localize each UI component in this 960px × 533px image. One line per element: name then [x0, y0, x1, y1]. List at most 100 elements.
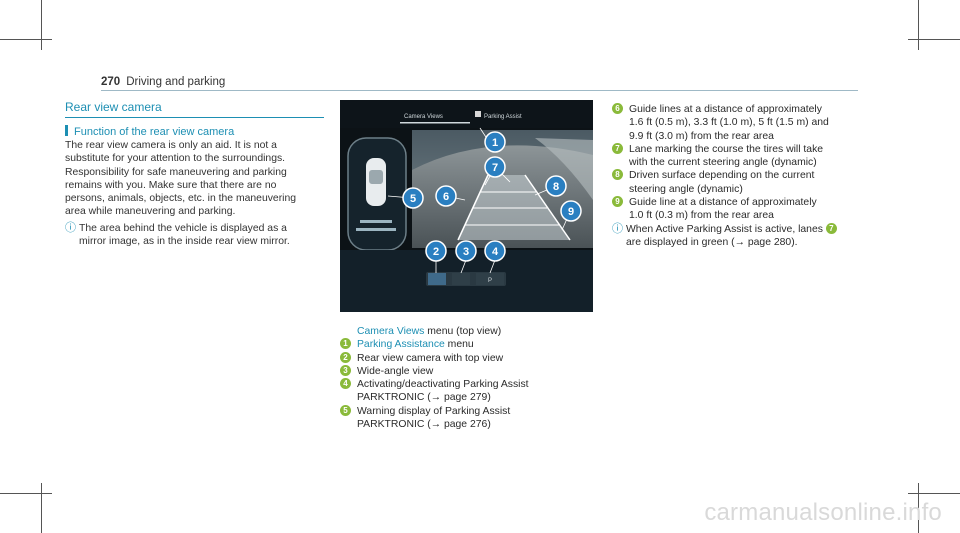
legend-line: Guide line at a distance of approximatel… — [629, 197, 817, 209]
number-badge: 8 — [612, 169, 623, 181]
legend-text: menu — [444, 339, 474, 351]
crop-mark — [0, 39, 52, 40]
legend-text: Warning display of Parking Assist — [357, 405, 511, 417]
wall — [535, 138, 593, 200]
legend-intro-text: menu (top view) — [424, 326, 502, 337]
legend-text: Wide-angle view — [357, 365, 434, 377]
subsection-marker — [65, 125, 68, 136]
right-legend: 6 Guide lines at a distance of approxima… — [612, 103, 882, 249]
camera-display-illustration: P Camera Views Parking Assist 1 7 8 9 — [340, 100, 593, 312]
crop-mark — [918, 483, 919, 533]
parking-assistance-link[interactable]: Parking Assistance — [357, 339, 445, 351]
callout-3-circle — [455, 240, 477, 262]
legend-text: Activating/deactivating Parking Assist — [357, 379, 529, 391]
page-ref-link[interactable]: PARKTRONIC (→ page 279) — [357, 392, 491, 404]
body-line: remains with you. Make sure that there a… — [65, 179, 277, 191]
subsection-title: Function of the rear view camera — [65, 125, 234, 138]
crop-mark — [41, 483, 42, 533]
legend-item: 1 Parking Assistance menu — [340, 338, 600, 351]
vehicle-windshield — [369, 170, 383, 184]
legend-line: Lane marking the course the tires will t… — [629, 143, 824, 155]
callout-7-label: 7 — [492, 162, 498, 174]
callout-7-circle — [484, 156, 506, 178]
callout-1-circle — [484, 131, 506, 153]
callout-3-label: 3 — [463, 246, 469, 258]
number-badge: 1 — [340, 338, 351, 350]
crop-mark — [908, 39, 960, 40]
number-badge: 3 — [340, 364, 351, 376]
running-header: 270 Driving and parking — [101, 76, 225, 88]
info-icon: ⓘ — [65, 222, 76, 234]
legend-line: Guide lines at a distance of approximate… — [629, 104, 822, 115]
callout-9-label: 9 — [568, 206, 574, 218]
active-tab-underline — [400, 122, 470, 124]
callout-4-label: 4 — [492, 246, 499, 258]
camera-views-link[interactable]: Camera Views — [357, 326, 425, 337]
body-line: area while maneuvering and parking. — [65, 206, 236, 218]
callout-8-circle — [545, 175, 567, 197]
wide-angle-view-button — [452, 273, 470, 285]
callout-6-circle — [435, 185, 457, 207]
tab-parking-assist: Parking Assist — [484, 114, 522, 120]
body-text: The rear view camera is only an aid. It … — [65, 139, 327, 219]
note-line: When Active Parking Assist is active, la… — [626, 223, 823, 235]
number-badge: 7 — [612, 142, 623, 154]
watermark: carmanualsonline.info — [704, 499, 942, 526]
legend-item: 9 Guide line at a distance of approximat… — [612, 196, 882, 223]
number-badge: 4 — [340, 378, 351, 390]
number-badge: 9 — [612, 196, 623, 208]
legend-item: 7 Lane marking the course the tires will… — [612, 142, 882, 170]
legend-item: 3 Wide-angle view — [340, 364, 600, 378]
rear-view-top-view-button — [428, 273, 446, 285]
note: ⓘ When Active Parking Assist is active, … — [612, 222, 882, 250]
parking-assist-toggle-button — [476, 273, 504, 285]
legend-intro: Camera Views menu (top view) — [340, 325, 600, 338]
parking-assist-tab-icon — [475, 111, 481, 117]
legend-line: Driven surface depending on the current — [629, 170, 815, 182]
number-badge: 5 — [340, 404, 351, 416]
subsection-title-text: Function of the rear view camera — [74, 126, 235, 138]
body-line: substitute for your attention to the sur… — [65, 153, 286, 165]
chapter-title: Driving and parking — [126, 76, 226, 88]
note-line[interactable]: are displayed in green (→ page 280). — [626, 236, 798, 248]
legend-line: with the current steering angle (dynamic… — [629, 157, 817, 169]
parking-assist-toggle-label: P — [488, 278, 492, 284]
callout-6-label: 6 — [443, 191, 449, 203]
legend-line: 1.0 ft (0.3 m) from the rear area — [629, 210, 774, 222]
header-rule — [101, 90, 858, 91]
number-badge: 7 — [825, 222, 837, 234]
legend-item: 2 Rear view camera with top view — [340, 351, 600, 365]
page-number: 270 — [101, 76, 121, 88]
number-badge: 6 — [612, 103, 623, 114]
note-line: mirror image, as in the inside rear view… — [79, 236, 290, 248]
legend-line: 9.9 ft (3.0 m) from the rear area — [629, 130, 774, 142]
info-icon: ⓘ — [612, 222, 623, 235]
distance-bar — [360, 220, 392, 223]
legend-item: 6 Guide lines at a distance of approxima… — [612, 103, 882, 143]
callout-4-circle — [484, 240, 506, 262]
tab-camera-views: Camera Views — [404, 114, 443, 120]
tab-bar — [340, 100, 593, 128]
figure-legend: Camera Views menu (top view) 1 Parking A… — [340, 325, 600, 431]
body-line: The rear view camera is only an aid. It … — [65, 140, 277, 151]
crop-mark — [0, 493, 52, 494]
crop-mark — [41, 0, 42, 50]
callout-9-circle — [560, 200, 582, 222]
callout-2-circle — [425, 240, 447, 262]
distance-bar — [356, 228, 396, 231]
leader-line — [460, 259, 467, 274]
page-ref-link[interactable]: PARKTRONIC (→ page 276) — [357, 419, 491, 431]
legend-item: 4 Activating/deactivating Parking Assist… — [340, 378, 600, 405]
callout-1-label: 1 — [492, 137, 498, 149]
number-badge: 2 — [340, 351, 351, 363]
section-title: Rear view camera — [65, 100, 162, 114]
callout-8-label: 8 — [553, 181, 559, 193]
legend-item: 8 Driven surface depending on the curren… — [612, 169, 882, 196]
callout-5-label: 5 — [410, 193, 416, 205]
leader-line — [489, 259, 496, 274]
legend-text: Rear view camera with top view — [357, 352, 504, 364]
crop-mark — [908, 493, 960, 494]
callout-5-circle — [402, 187, 424, 209]
